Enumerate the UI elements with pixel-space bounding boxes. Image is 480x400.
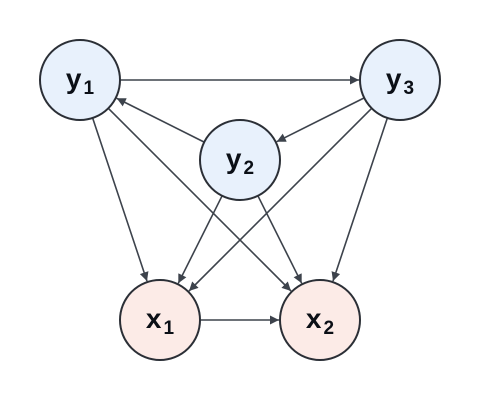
node-circle-y2 (199, 119, 281, 201)
edge-y3-to-y2 (276, 97, 365, 143)
node-label-subscript: 2 (244, 158, 255, 179)
edge-y2-to-x2 (257, 195, 303, 284)
node-circle-y3 (359, 39, 441, 121)
node-circle-x1 (119, 279, 201, 361)
node-label-base: y (226, 143, 242, 174)
node-label-subscript: 1 (84, 78, 95, 99)
edge-y2-to-x1 (177, 195, 223, 284)
node-label-subscript: 1 (164, 318, 175, 339)
node-circle-x2 (279, 279, 361, 361)
edge-y1-to-x2 (107, 107, 292, 292)
edge-y3-to-x2 (331, 117, 389, 282)
edges-layer (91, 75, 389, 325)
node-circle-y1 (39, 39, 121, 121)
node-label-base: y (66, 63, 82, 94)
node-label-base: y (386, 63, 402, 94)
node-label-base: x (306, 303, 322, 334)
node-label-subscript: 2 (324, 318, 335, 339)
edge-y3-to-x1 (188, 107, 373, 292)
edge-y1-to-x1 (91, 117, 149, 282)
edge-y2-to-y1 (116, 97, 205, 143)
node-label-subscript: 3 (404, 78, 415, 99)
node-label-base: x (146, 303, 162, 334)
